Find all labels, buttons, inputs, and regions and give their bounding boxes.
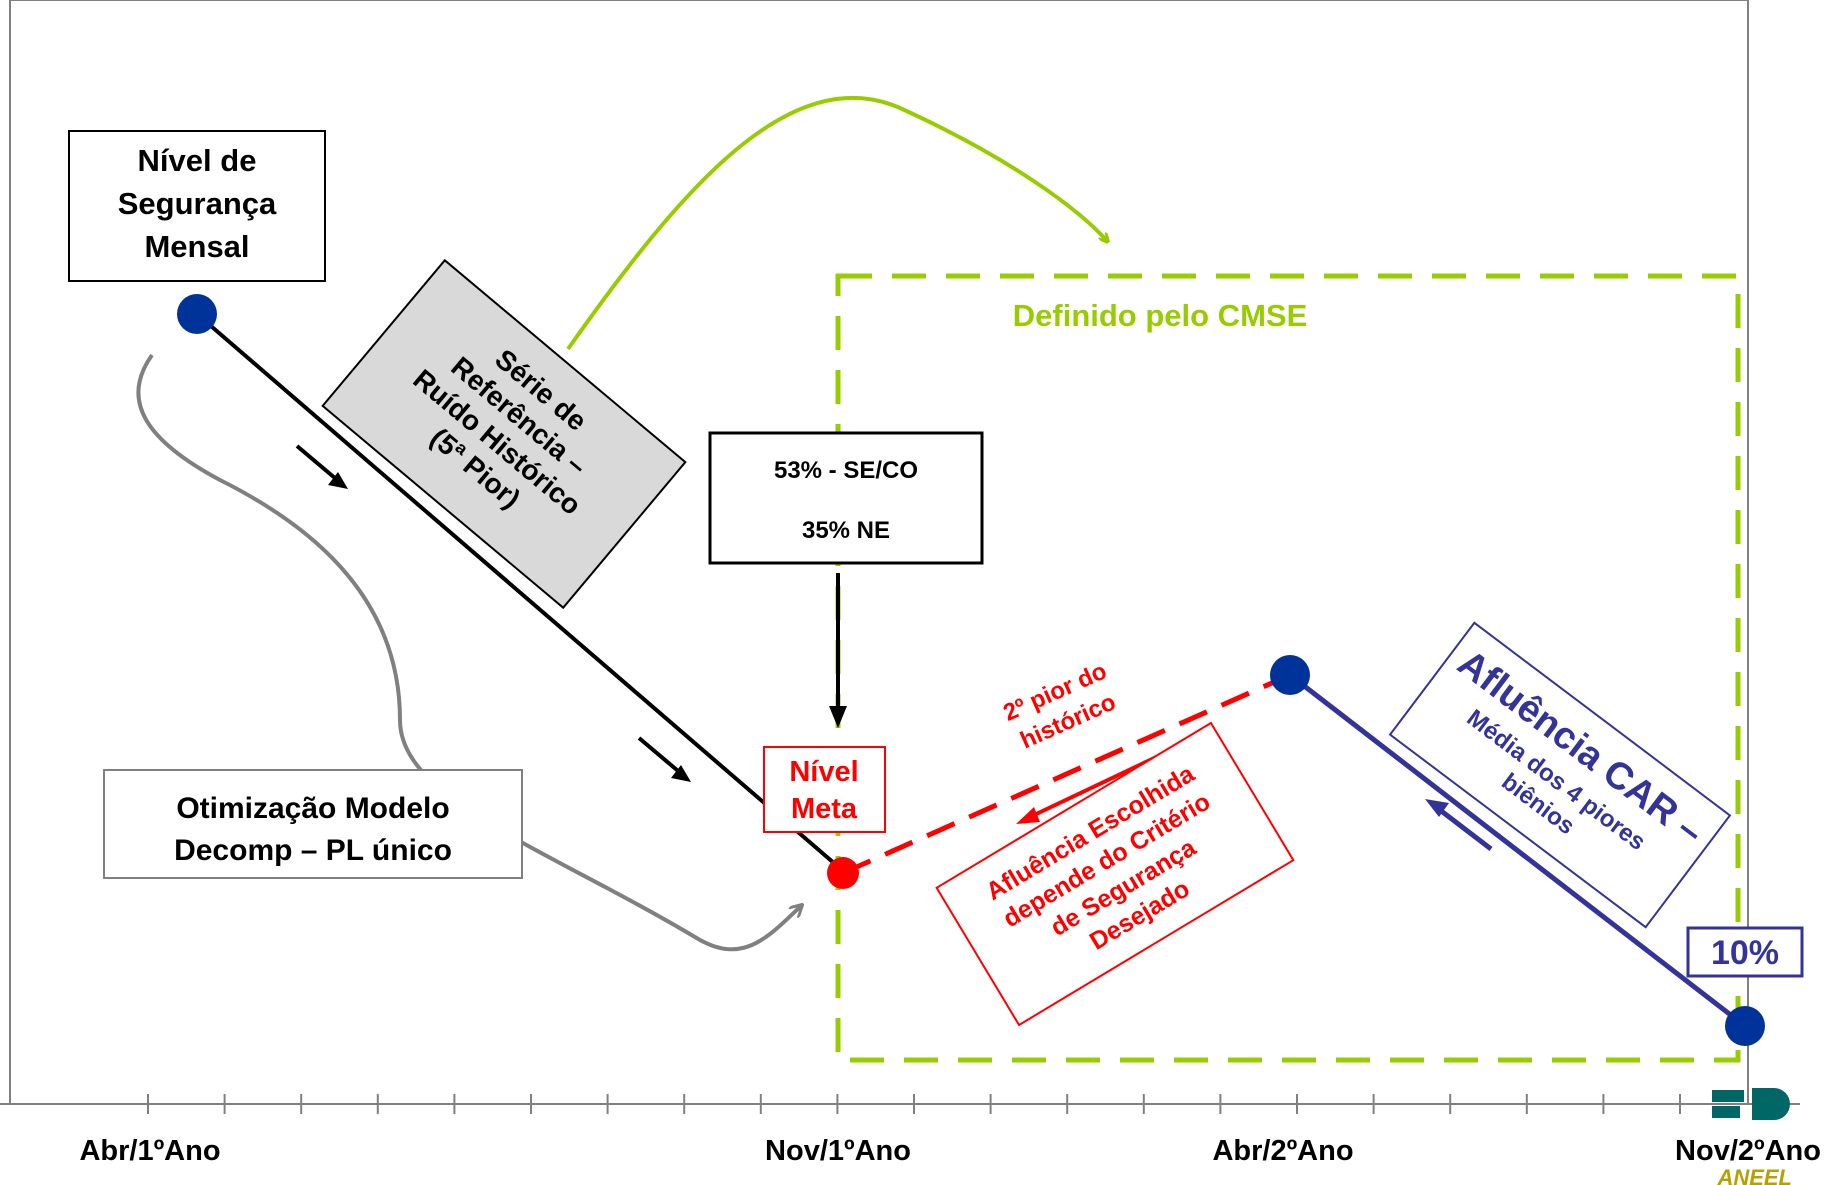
box-percentuais: 53% - SE/CO 35% NE (708, 431, 984, 565)
nivel-seguranca-line-3: Mensal (144, 229, 249, 264)
nivel-meta-line-1: Nível (789, 756, 858, 788)
red-dashed-line (841, 672, 1292, 876)
x-axis-ticks (147, 1094, 1681, 1114)
green-curve-arrow (566, 95, 1108, 351)
aneel-logo-text: ANEEL (1716, 1165, 1792, 1185)
tick-label-abr-2ano: Abr/2ºAno (1212, 1135, 1353, 1167)
box-serie-referencia: Série de Referência – Ruído Histórico (5… (321, 258, 687, 610)
tick-label-nov-1ano: Nov/1ºAno (765, 1135, 911, 1167)
trajectory-line (195, 312, 844, 872)
percentual-ne: 35% NE (802, 517, 890, 544)
point-inicio (177, 294, 217, 334)
cmse-label: Definido pelo CMSE (1013, 298, 1308, 333)
navy-line (1288, 673, 1747, 1028)
nivel-seguranca-line-2: Segurança (118, 186, 277, 221)
percentual-se-co: 53% - SE/CO (774, 457, 918, 484)
gray-brace-arrow (136, 353, 802, 952)
tick-label-nov-2ano: Nov/2ºAno (1675, 1135, 1821, 1167)
otimizacao-line-2: Decomp – PL único (174, 834, 452, 867)
box-nivel-seguranca: Nível de Segurança Mensal (68, 130, 326, 282)
navy-arrow (1438, 808, 1493, 851)
point-nov-2ano (1725, 1006, 1765, 1046)
navy-arrow-head (1425, 799, 1449, 817)
direction-arrow-2 (637, 736, 691, 782)
dez-porcento-text: 10% (1711, 934, 1779, 972)
point-abr-2ano (1270, 655, 1310, 695)
point-nivel-meta (827, 857, 859, 889)
box-nivel-meta: Nível Meta (763, 746, 886, 833)
red-arrow-head (1016, 807, 1040, 824)
otimizacao-line-1: Otimização Modelo (176, 792, 449, 825)
nivel-seguranca-line-1: Nível de (138, 143, 257, 178)
direction-arrow-1 (295, 444, 348, 489)
tick-label-abr-1ano: Abr/1ºAno (79, 1135, 220, 1167)
box-otimizacao: Otimização Modelo Decomp – PL único (103, 769, 523, 879)
vertical-arrow-head (829, 706, 847, 728)
box-dez-porcento: 10% (1686, 926, 1804, 978)
aneel-logo: ANEEL (1712, 1088, 1792, 1185)
nivel-meta-line-2: Meta (791, 793, 858, 825)
